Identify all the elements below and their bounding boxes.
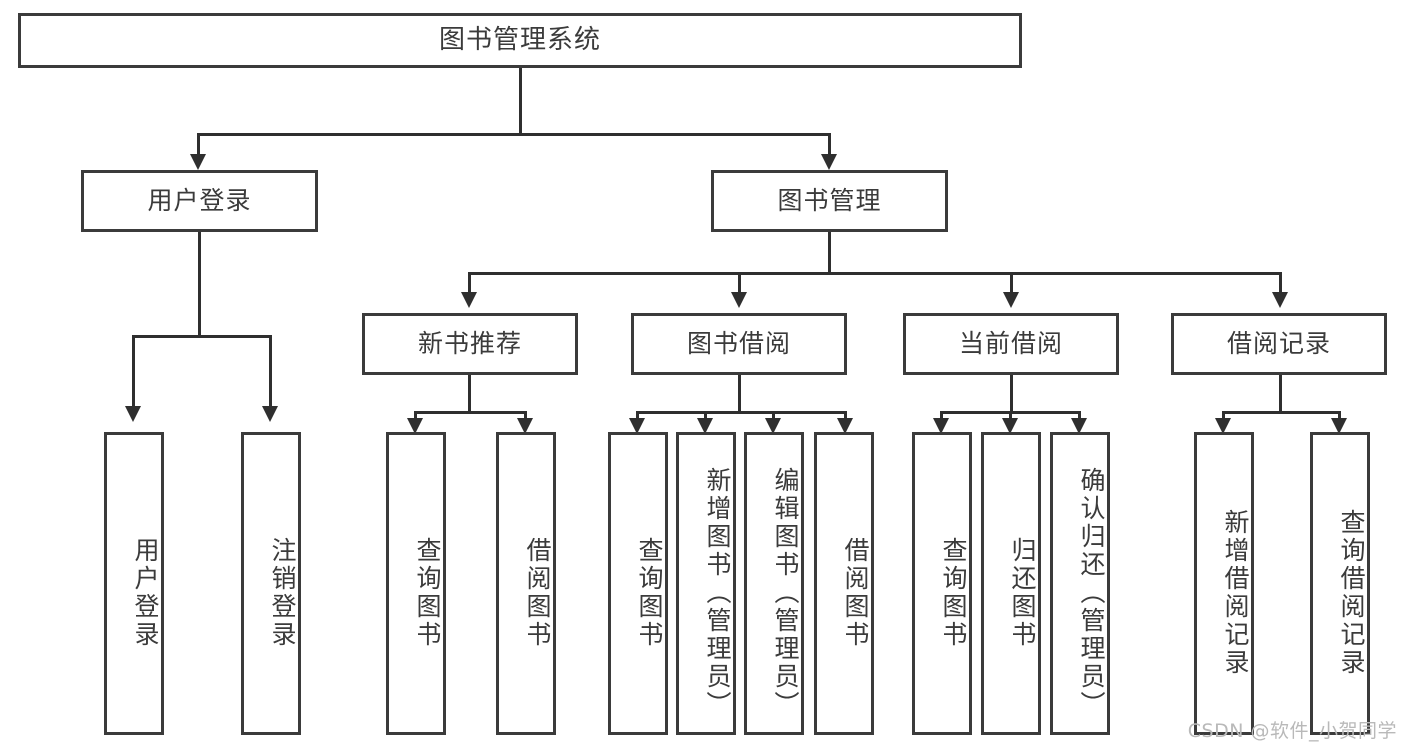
edge-root-to-user-login <box>197 133 200 156</box>
edge-bb-to-leaf-2 <box>704 411 707 421</box>
node-label: 归还图书 <box>1008 536 1037 649</box>
node-user-login[interactable]: 用户登录 <box>81 170 318 232</box>
edge-current-borrow-stem <box>1010 375 1013 413</box>
edge-book-management-bus <box>468 272 1282 275</box>
node-book-borrow[interactable]: 图书借阅 <box>631 313 847 375</box>
edge-nbr-to-leaf-1 <box>414 411 417 421</box>
edge-cb-to-leaf-2 <box>1009 411 1012 421</box>
edge-root-to-book-management <box>828 133 831 156</box>
leaf-user-login[interactable]: 用户登录 <box>104 432 164 735</box>
leaf-borrow-book[interactable]: 借阅图书 <box>814 432 874 735</box>
edge-bm-to-current-borrow <box>1010 272 1013 294</box>
node-label: 借阅图书 <box>523 536 552 649</box>
node-label: 图书借阅 <box>686 329 791 358</box>
arrowhead-bb-to-leaf-4 <box>837 418 853 434</box>
arrowhead-cb-to-leaf-3 <box>1071 418 1087 434</box>
arrowhead-br-to-leaf-2 <box>1331 418 1347 434</box>
arrowhead-root-to-book-management <box>821 154 837 170</box>
leaf-edit-book-admin[interactable]: 编辑图书（管理员） <box>744 432 804 735</box>
node-label: 用户登录 <box>147 186 252 215</box>
leaf-logout[interactable]: 注销登录 <box>241 432 301 735</box>
node-label: 查询借阅记录 <box>1337 508 1366 677</box>
leaf-add-borrow-record[interactable]: 新增借阅记录 <box>1194 432 1254 735</box>
node-root-book-management-system[interactable]: 图书管理系统 <box>18 13 1022 68</box>
arrowhead-nbr-to-leaf-2 <box>517 418 533 434</box>
arrowhead-user-login-to-leaf-2 <box>262 406 278 422</box>
node-label: 查询图书 <box>413 536 442 649</box>
node-label: 新书推荐 <box>417 329 522 358</box>
edge-bm-to-book-borrow <box>738 272 741 294</box>
edge-bm-to-borrow-records <box>1279 272 1282 294</box>
arrowhead-bb-to-leaf-2 <box>697 418 713 434</box>
leaf-query-borrow-record[interactable]: 查询借阅记录 <box>1310 432 1370 735</box>
arrowhead-cb-to-leaf-2 <box>1002 418 1018 434</box>
node-label: 借阅记录 <box>1226 329 1331 358</box>
edge-borrow-records-stem <box>1279 375 1282 413</box>
arrowhead-user-login-to-leaf-1 <box>125 406 141 422</box>
edge-bb-to-leaf-1 <box>636 411 639 421</box>
leaf-query-book-recommend[interactable]: 查询图书 <box>386 432 446 735</box>
node-label: 查询图书 <box>635 536 664 649</box>
arrowhead-bm-to-current-borrow <box>1003 292 1019 308</box>
arrowhead-bm-to-borrow-records <box>1272 292 1288 308</box>
leaf-borrow-book-recommend[interactable]: 借阅图书 <box>496 432 556 735</box>
arrowhead-root-to-user-login <box>190 154 206 170</box>
edge-nbr-to-leaf-2 <box>524 411 527 421</box>
node-label: 当前借阅 <box>958 329 1063 358</box>
edge-borrow-records-bus <box>1222 411 1341 414</box>
edge-new-book-recommend-stem <box>468 375 471 413</box>
node-current-borrow[interactable]: 当前借阅 <box>903 313 1119 375</box>
edge-cb-to-leaf-1 <box>940 411 943 421</box>
arrowhead-nbr-to-leaf-1 <box>407 418 423 434</box>
leaf-confirm-return-admin[interactable]: 确认归还（管理员） <box>1050 432 1110 735</box>
edge-book-borrow-bus <box>636 411 847 414</box>
edge-user-login-stem <box>198 232 201 336</box>
edge-bb-to-leaf-3 <box>772 411 775 421</box>
edge-br-to-leaf-2 <box>1338 411 1341 421</box>
csdn-watermark: CSDN @软件_小贺同学 <box>1187 720 1397 742</box>
arrowhead-bb-to-leaf-1 <box>629 418 645 434</box>
arrowhead-bm-to-book-borrow <box>731 292 747 308</box>
leaf-add-book-admin[interactable]: 新增图书（管理员） <box>676 432 736 735</box>
arrowhead-bm-to-new-book-recommend <box>461 292 477 308</box>
arrowhead-br-to-leaf-1 <box>1215 418 1231 434</box>
edge-root-bus <box>197 133 831 136</box>
edge-root-stem <box>519 68 522 133</box>
node-label: 编辑图书（管理员） <box>771 466 800 719</box>
edge-user-login-bus <box>132 335 272 338</box>
edge-br-to-leaf-1 <box>1222 411 1225 421</box>
node-label: 借阅图书 <box>841 536 870 649</box>
node-label: 新增图书（管理员） <box>703 466 732 719</box>
leaf-return-book[interactable]: 归还图书 <box>981 432 1041 735</box>
arrowhead-cb-to-leaf-1 <box>933 418 949 434</box>
arrowhead-bb-to-leaf-3 <box>765 418 781 434</box>
edge-bm-to-new-book-recommend <box>468 272 471 294</box>
edge-book-management-stem <box>828 232 831 274</box>
edge-user-login-to-leaf-1 <box>132 335 135 408</box>
leaf-query-book-current[interactable]: 查询图书 <box>912 432 972 735</box>
node-label: 确认归还（管理员） <box>1077 466 1106 719</box>
edge-book-borrow-stem <box>738 375 741 413</box>
node-label: 图书管理系统 <box>438 24 601 55</box>
node-new-book-recommend[interactable]: 新书推荐 <box>362 313 578 375</box>
edge-new-book-recommend-bus <box>414 411 527 414</box>
edge-bb-to-leaf-4 <box>844 411 847 421</box>
node-label: 用户登录 <box>131 536 160 649</box>
node-label: 图书管理 <box>777 186 882 215</box>
edge-cb-to-leaf-3 <box>1078 411 1081 421</box>
node-book-management[interactable]: 图书管理 <box>711 170 948 232</box>
node-label: 查询图书 <box>939 536 968 649</box>
node-borrow-records[interactable]: 借阅记录 <box>1171 313 1387 375</box>
node-label: 注销登录 <box>268 536 297 649</box>
leaf-query-book-borrow[interactable]: 查询图书 <box>608 432 668 735</box>
edge-user-login-to-leaf-2 <box>269 335 272 408</box>
node-label: 新增借阅记录 <box>1221 508 1250 677</box>
